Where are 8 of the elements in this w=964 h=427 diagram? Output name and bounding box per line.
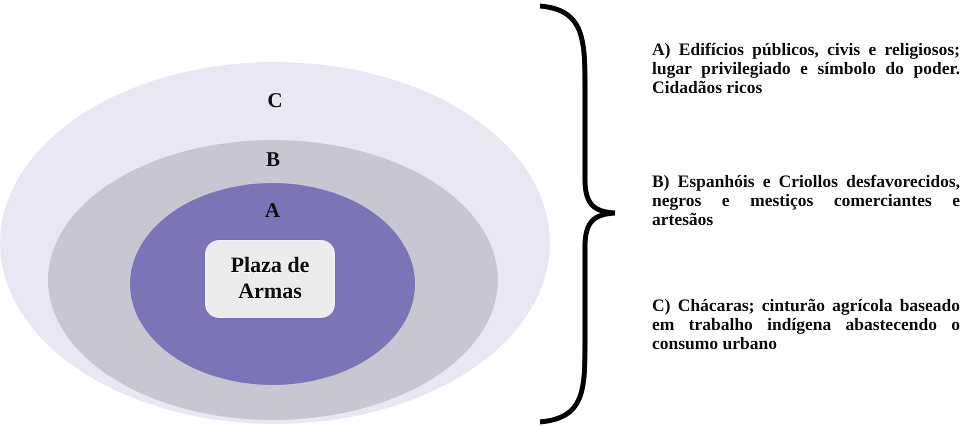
place-name: Plaza de Armas — [230, 252, 310, 303]
zone-description: A) Edifícios públicos, civis e religiosos; lugar privilegiado e símbolo do poder. Cidadãos ricos — [652, 40, 960, 97]
zone-letter: C — [267, 88, 283, 112]
zone-letter: B — [266, 147, 280, 171]
zone-description: C) Chácaras; cinturão agrícola baseado em trabalho indígena abastecendo o consumo urbano — [652, 296, 960, 353]
zone-letter: A — [264, 198, 280, 222]
central-box — [205, 240, 335, 318]
zone-description: B) Espanhóis e Criollos desfavorecidos, negros e mestiços comerciantes e artesãos — [652, 172, 960, 229]
